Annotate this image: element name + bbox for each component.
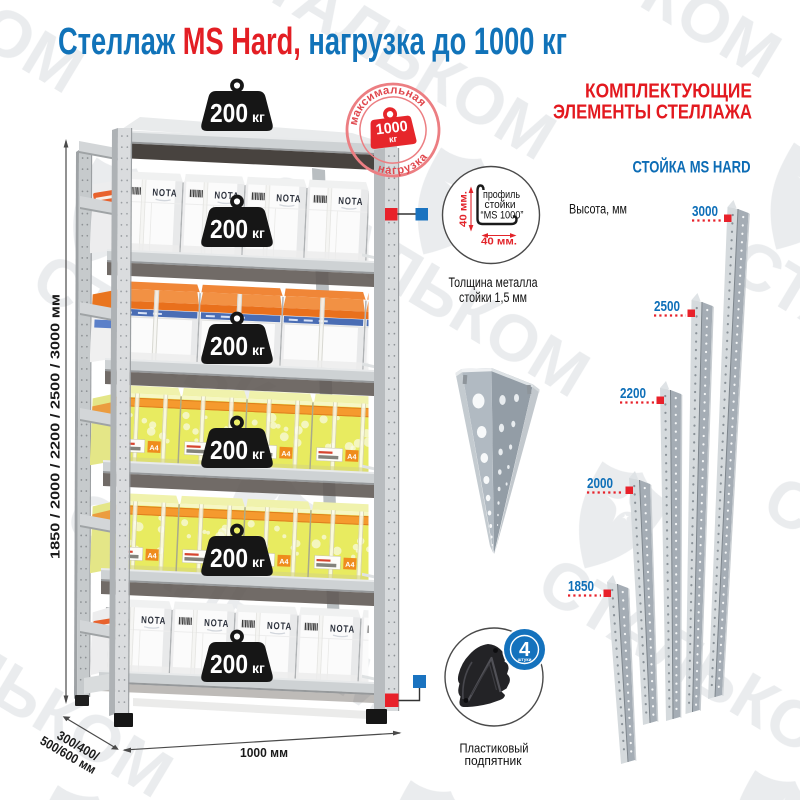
- svg-text:NOTA: NOTA: [330, 624, 355, 636]
- svg-text:кг: кг: [252, 225, 265, 241]
- svg-text:A4: A4: [149, 443, 159, 452]
- svg-text:Высота, мм: Высота, мм: [569, 202, 627, 217]
- svg-text:A4: A4: [279, 557, 289, 566]
- svg-text:200: 200: [210, 435, 248, 465]
- svg-text:200: 200: [210, 214, 248, 244]
- svg-text:NOTA: NOTA: [267, 621, 292, 633]
- svg-text:NOTA: NOTA: [276, 193, 301, 205]
- svg-text:200: 200: [210, 98, 248, 128]
- svg-text:штуки: штуки: [518, 657, 532, 662]
- svg-text:NOTA: NOTA: [152, 188, 177, 200]
- svg-text:1850: 1850: [568, 579, 594, 595]
- svg-text:A4: A4: [347, 452, 357, 461]
- svg-text:Толщина металла: Толщина металла: [449, 275, 538, 290]
- svg-text:4: 4: [519, 639, 531, 661]
- svg-text:3000: 3000: [692, 204, 718, 220]
- svg-text:кг: кг: [252, 660, 265, 676]
- svg-text:кг: кг: [252, 554, 265, 570]
- svg-text:A4: A4: [147, 551, 157, 560]
- svg-text:стойки: стойки: [485, 199, 516, 211]
- svg-text:кг: кг: [252, 446, 265, 462]
- svg-text:NOTA: NOTA: [204, 618, 229, 630]
- svg-text:1850 / 2000 / 2200 / 2500 / 30: 1850 / 2000 / 2200 / 2500 / 3000 мм: [48, 294, 63, 559]
- svg-text:“MS 1000”: “MS 1000”: [481, 210, 524, 222]
- svg-text:2000: 2000: [587, 476, 613, 492]
- svg-text:40 мм.: 40 мм.: [458, 191, 470, 227]
- svg-text:1000: 1000: [375, 118, 409, 139]
- svg-text:Пластиковый: Пластиковый: [460, 742, 529, 756]
- svg-text:ЭЛЕМЕНТЫ СТЕЛЛАЖА: ЭЛЕМЕНТЫ СТЕЛЛАЖА: [553, 101, 752, 124]
- svg-text:стойки 1,5 мм: стойки 1,5 мм: [459, 290, 527, 305]
- svg-text:кг: кг: [388, 134, 398, 145]
- svg-text:NOTA: NOTA: [338, 196, 363, 208]
- svg-text:КОМПЛЕКТУЮЩИЕ: КОМПЛЕКТУЮЩИЕ: [585, 80, 752, 103]
- svg-text:2200: 2200: [620, 386, 646, 402]
- svg-text:NOTA: NOTA: [141, 615, 166, 627]
- svg-text:СТОЙКА MS HARD: СТОЙКА MS HARD: [633, 158, 751, 177]
- svg-text:1000 мм: 1000 мм: [240, 745, 288, 760]
- svg-text:A4: A4: [281, 449, 291, 458]
- svg-text:A4: A4: [345, 560, 355, 569]
- svg-text:Стеллаж MS Hard, нагрузка до 1: Стеллаж MS Hard, нагрузка до 1000 кг: [58, 21, 567, 63]
- svg-text:профиль: профиль: [483, 189, 520, 201]
- svg-text:подпятник: подпятник: [465, 754, 523, 768]
- svg-text:40 мм.: 40 мм.: [481, 236, 517, 248]
- svg-text:200: 200: [210, 543, 248, 573]
- svg-text:200: 200: [210, 331, 248, 361]
- svg-text:2500: 2500: [654, 299, 680, 315]
- svg-text:кг: кг: [252, 109, 265, 125]
- svg-text:200: 200: [210, 649, 248, 679]
- svg-text:кг: кг: [252, 342, 265, 358]
